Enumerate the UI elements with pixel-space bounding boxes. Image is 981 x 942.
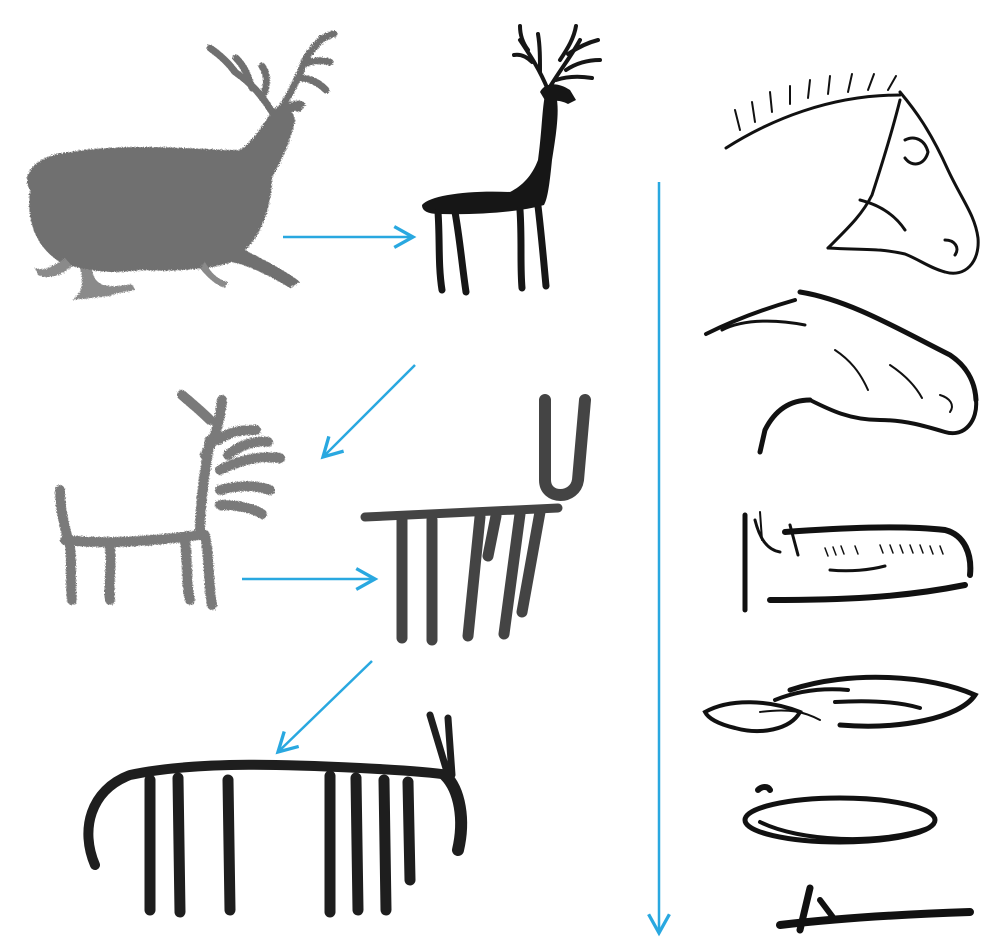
stag-stick [60,395,280,605]
horse-head-sketch [706,292,976,452]
animal-abstract [88,715,461,912]
stag-linear [365,400,585,640]
horse-head-schematic [745,512,970,610]
arrows [242,182,659,933]
arrow-down-left-1 [323,365,415,457]
horse-head-realistic [726,74,978,273]
arrow-down-left-2 [278,661,372,752]
horse-head-ellipse [705,677,975,731]
stag-simplified [422,26,600,292]
horse-head-minimal [745,787,970,930]
stag-realistic [27,34,334,300]
